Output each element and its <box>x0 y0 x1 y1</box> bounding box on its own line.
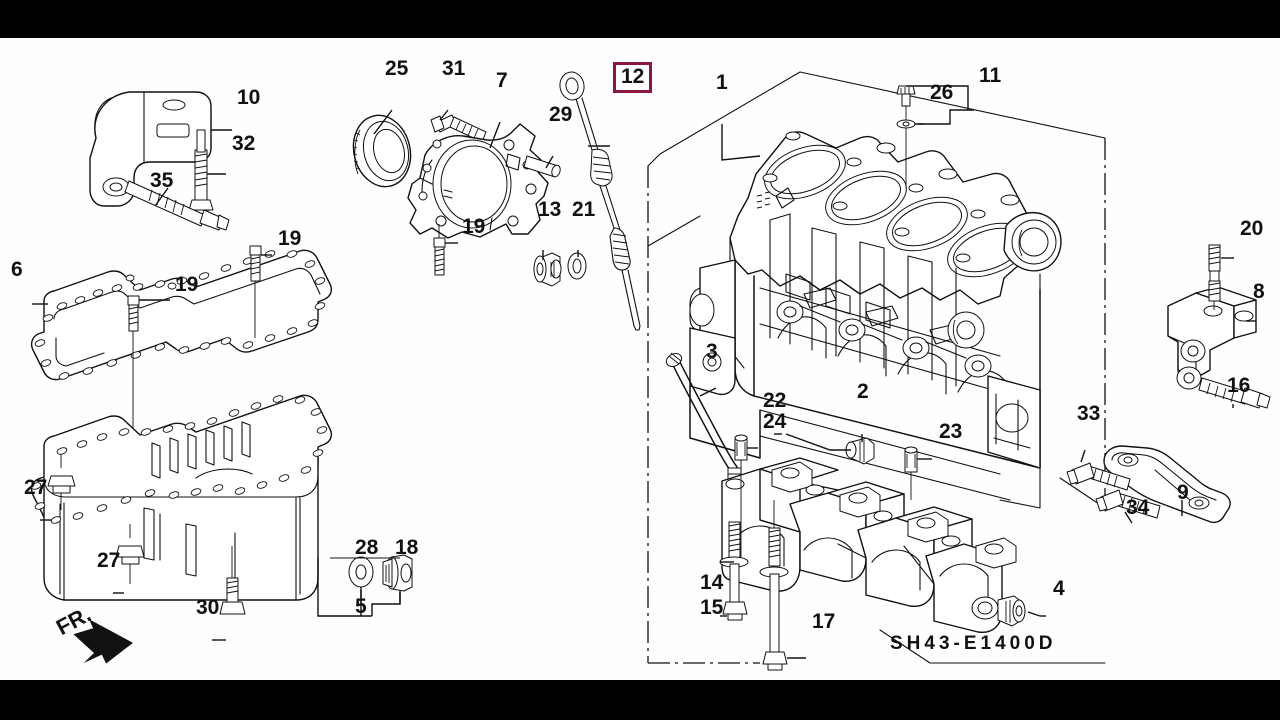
callout-oil-pan-nut-upper[interactable]: 27 <box>24 476 48 499</box>
callout-drain-plug[interactable]: 18 <box>395 536 419 559</box>
drain-plug-18 <box>382 554 413 592</box>
bolt-16 <box>1198 377 1271 409</box>
plug-22 <box>845 437 875 465</box>
group-boundary-lines <box>647 71 1106 664</box>
letterbox-bar-top <box>0 0 1280 38</box>
callout-bracket-bolt-upper[interactable]: 33 <box>1077 402 1101 425</box>
callout-oil-level-dipstick[interactable]: 12 <box>613 62 653 93</box>
stud-19-right <box>249 245 262 338</box>
letterbox-bar-bottom <box>0 680 1280 720</box>
callout-block-gallery-reference[interactable]: 22 <box>763 389 787 412</box>
callout-dowel-pin-left[interactable]: 24 <box>763 410 787 433</box>
callout-main-bearing-cap-beam[interactable]: 2 <box>857 380 869 403</box>
callout-oil-pan-nut-lower[interactable]: 27 <box>97 549 121 572</box>
dowel-pin-23 <box>904 446 918 500</box>
callout-stud-bolt-gasket-left[interactable]: 19 <box>175 273 199 296</box>
callout-engine-mounting-bracket[interactable]: 8 <box>1253 280 1265 303</box>
bolt-14-15 <box>719 521 749 621</box>
part-oil-pan <box>30 394 333 601</box>
callout-cylinder-block[interactable]: 1 <box>716 71 728 94</box>
stud-20 <box>1208 244 1221 310</box>
part-bearing-beam <box>721 457 1041 633</box>
callout-dowel-pin-right[interactable]: 23 <box>939 420 963 443</box>
nut-27-lower <box>115 524 145 584</box>
callout-crankshaft-oil-seal[interactable]: 25 <box>385 57 409 80</box>
bolt-35 <box>124 180 230 231</box>
callout-rear-oil-seal-housing[interactable]: 7 <box>496 69 508 92</box>
nuts-27 <box>47 454 145 584</box>
diagram-code-label: SH43-E1400D <box>890 633 1057 654</box>
drain-plug-group <box>317 508 413 617</box>
callout-oil-level-gauge-tube[interactable]: 3 <box>706 340 718 363</box>
dowel-pin-29 <box>523 155 561 178</box>
callout-flange-bolt-seal-housing[interactable]: 31 <box>442 57 466 80</box>
callout-flange-bolt-upper[interactable]: 11 <box>979 64 1002 87</box>
dowel-pin-24 <box>734 434 748 560</box>
parts-illustration: .ln{fill:none;stroke:#111;stroke-width:1… <box>30 71 1271 671</box>
part-rear-seal-housing <box>407 123 549 239</box>
callout-hanger-bolt-long[interactable]: 32 <box>232 132 256 155</box>
callout-dowel-pin-seal-housing[interactable]: 29 <box>549 103 573 126</box>
bolt-17 <box>759 500 789 671</box>
callout-torque-rod-bracket[interactable]: 9 <box>1177 481 1189 504</box>
callout-oil-pressure-switch[interactable]: 4 <box>1053 577 1065 600</box>
bolt-11-washer-26 <box>896 85 916 188</box>
oil-pressure-switch-boss <box>971 595 1041 627</box>
callout-drain-plug-washer[interactable]: 28 <box>355 536 379 559</box>
leader-lines <box>32 85 1256 659</box>
callout-oil-pan-gasket[interactable]: 6 <box>11 258 23 281</box>
bolt-30 <box>219 546 246 615</box>
part-mounting-bracket-8 <box>1167 286 1257 390</box>
bolt-33 <box>1066 462 1131 491</box>
sealing-bolt-13 <box>533 252 562 287</box>
callout-sealing-bolt[interactable]: 13 <box>538 198 562 221</box>
callout-sealing-washer[interactable]: 21 <box>572 198 596 221</box>
fr-arrow-icon <box>73 619 133 664</box>
part-dipstick <box>559 71 641 331</box>
callout-stud-bolt-gasket-right[interactable]: 19 <box>278 227 302 250</box>
bolt-34 <box>1095 489 1161 519</box>
washer-28 <box>348 556 374 588</box>
callout-main-bearing-bolt-washer[interactable]: 15 <box>700 596 724 619</box>
callout-main-bearing-bolt[interactable]: 14 <box>700 571 724 594</box>
callout-hanger-bolt-short[interactable]: 35 <box>150 169 174 192</box>
callout-flange-bolt-bracket[interactable]: 16 <box>1227 374 1251 397</box>
callout-stud-bolt-mount-bracket[interactable]: 20 <box>1240 217 1264 240</box>
part-cylinder-block <box>689 131 1062 509</box>
diagram-canvas: .ln{fill:none;stroke:#111;stroke-width:1… <box>0 38 1280 680</box>
callout-bearing-beam-bolt[interactable]: 17 <box>812 610 836 633</box>
bolt-32 <box>188 129 214 217</box>
nut-27-upper <box>47 454 76 510</box>
callout-oil-pan-flange-bolt[interactable]: 30 <box>196 596 220 619</box>
callout-oil-pan[interactable]: 5 <box>355 595 367 618</box>
callout-engine-hanger[interactable]: 10 <box>237 86 261 109</box>
callout-stud-bolt-seal-housing[interactable]: 19 <box>462 215 486 238</box>
part-engine-hanger-group <box>89 91 230 231</box>
part-crank-oil-seal <box>352 114 412 188</box>
callout-bracket-bolt-lower[interactable]: 34 <box>1126 496 1150 519</box>
part-oil-pan-gasket <box>30 249 333 381</box>
washer-21 <box>567 252 587 280</box>
callout-sealing-washer-upper[interactable]: 26 <box>930 81 954 104</box>
